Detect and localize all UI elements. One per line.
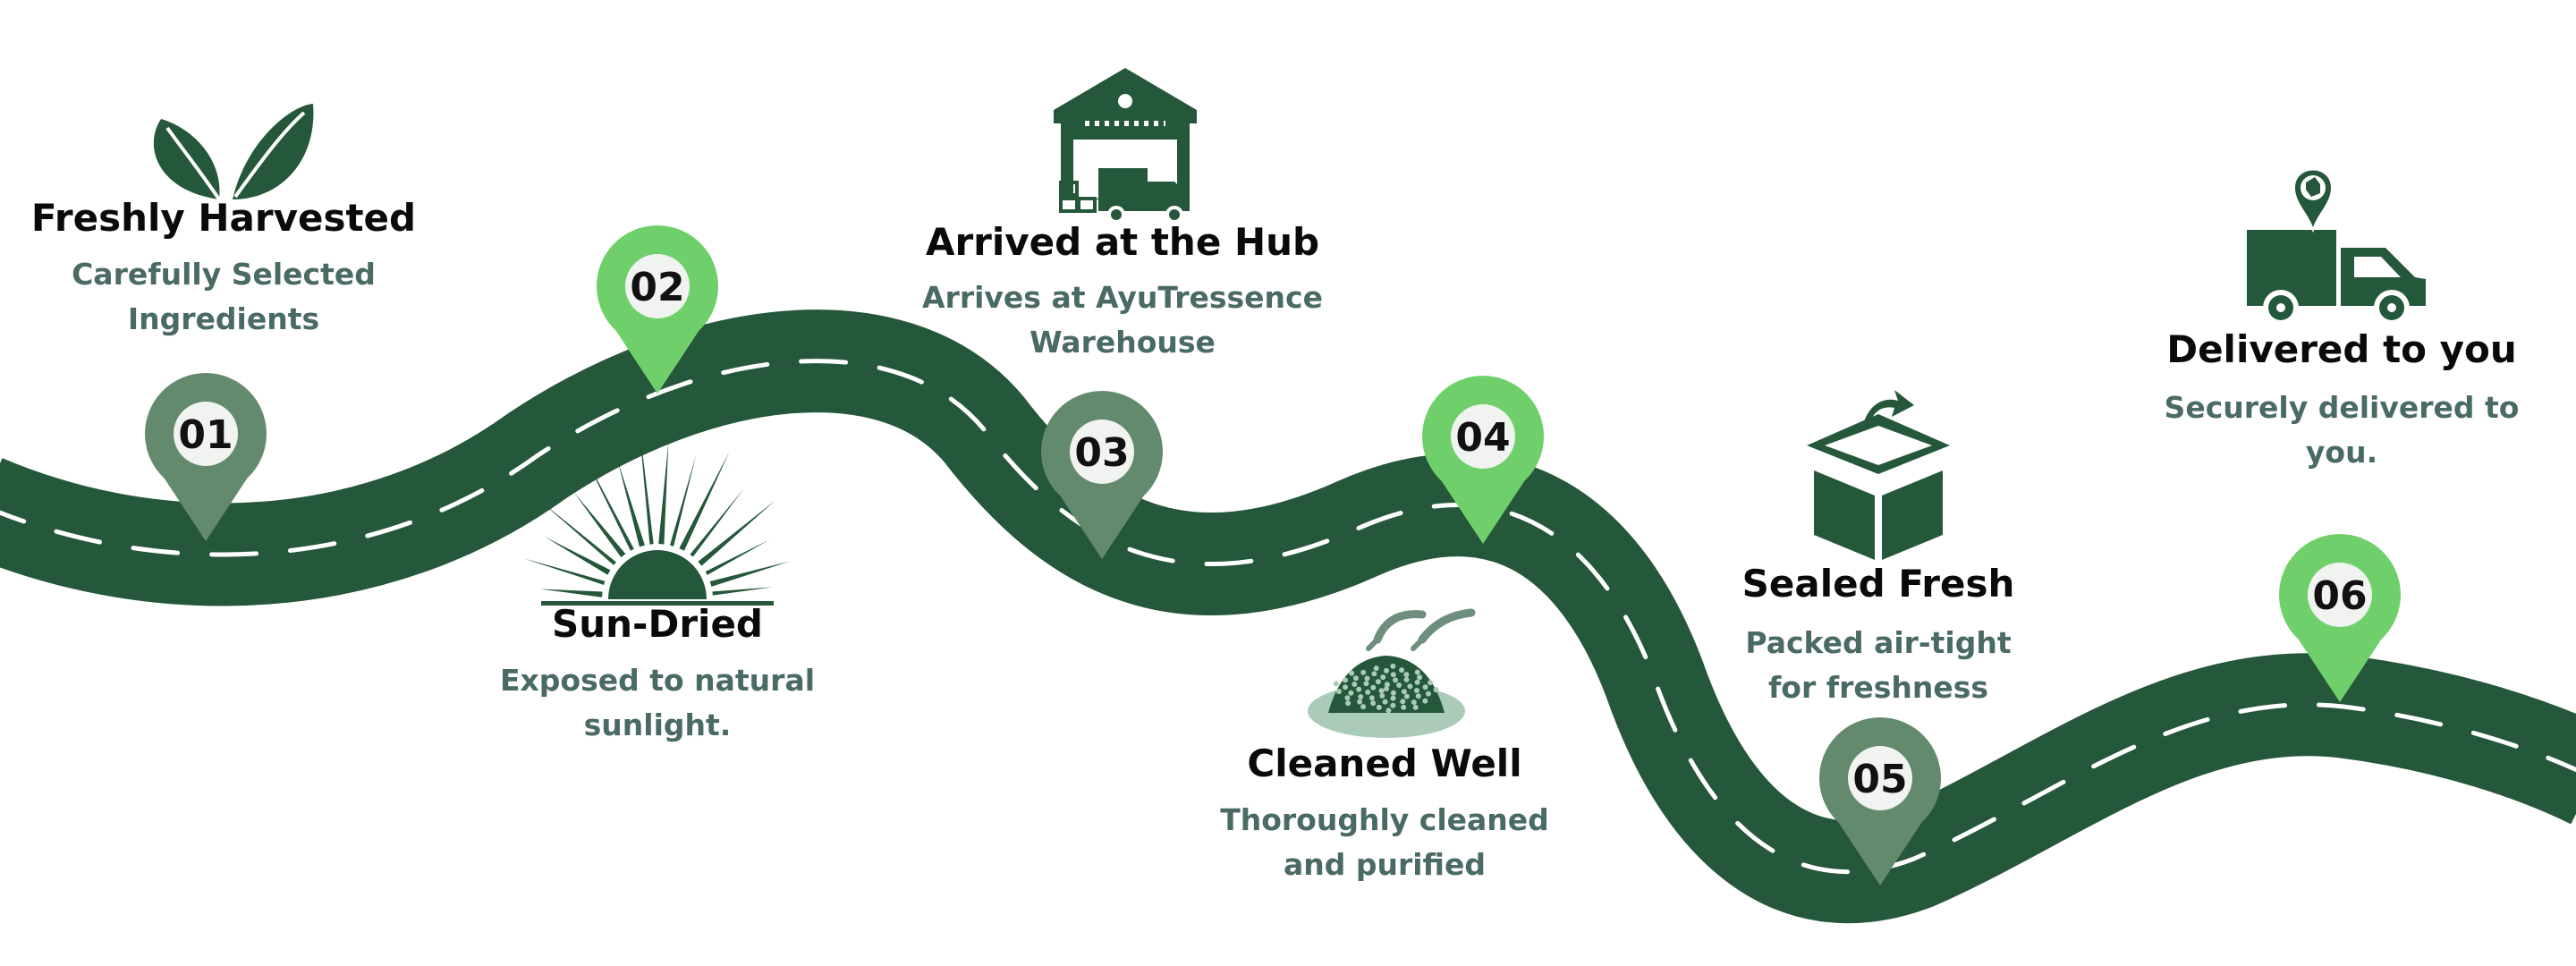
step-number: 03 (1074, 430, 1129, 476)
step-description-line: Packed air-tight (1745, 625, 2011, 660)
step-description-line: Arrives at AyuTressence (922, 280, 1323, 315)
step-title: Freshly Harvested (31, 196, 416, 240)
step-description-line: Thoroughly cleaned (1220, 802, 1549, 837)
step-number: 02 (630, 265, 684, 310)
delivery-truck-icon (2247, 168, 2426, 326)
step-pin-01: 01 (145, 373, 267, 541)
sun-ray (705, 539, 770, 575)
sun-ray (522, 558, 606, 585)
road-surface (0, 309, 2576, 924)
sun-ray (712, 587, 774, 596)
step-description-line: Exposed to natural (500, 663, 815, 698)
pin-center (1848, 746, 1912, 810)
step-title: Arrived at the Hub (926, 220, 1319, 264)
sun-icon (522, 419, 791, 606)
sun-ray (581, 450, 634, 551)
step-number: 06 (2312, 573, 2367, 619)
road-center-line (0, 359, 2576, 875)
sealed-box-icon (1807, 390, 1950, 560)
sun-ray (539, 589, 603, 597)
step-pin-06: 06 (2279, 533, 2401, 702)
sun-ray (709, 561, 791, 587)
warehouse-icon (1054, 68, 1197, 224)
sun-ray (573, 492, 626, 558)
step-pin-02: 02 (597, 225, 719, 394)
sun-ray (658, 441, 669, 545)
step-description-line: Ingredients (128, 301, 319, 336)
step-number: 05 (1852, 757, 1907, 802)
step-title: Sealed Fresh (1742, 562, 2015, 606)
step-description-line: you. (2306, 435, 2377, 470)
step-description-line: sunlight. (584, 708, 732, 742)
sun-ray (679, 451, 730, 551)
step-description-line: and purified (1284, 847, 1486, 882)
sun-ray (690, 488, 744, 557)
step-pins: 01 02 03 04 05 06 (145, 225, 2401, 886)
step-pin-05: 05 (1819, 716, 1941, 886)
sun-ray (638, 419, 654, 545)
road (0, 309, 2576, 924)
pin-center (2308, 563, 2372, 627)
step-description-line: for freshness (1768, 670, 1988, 705)
step-pin-04: 04 (1422, 375, 1544, 544)
herbs-cleaning-icon (1308, 608, 1476, 738)
sun-ray (545, 537, 611, 575)
pin-center (1070, 419, 1134, 484)
step-number: 01 (178, 412, 233, 458)
sun-ray (539, 500, 616, 565)
step-description-line: Warehouse (1030, 325, 1216, 360)
pin-center (174, 402, 238, 466)
pin-center (625, 254, 690, 318)
step-pin-03: 03 (1041, 390, 1163, 559)
step-description-line: Carefully Selected (72, 257, 376, 292)
sun-ray (617, 460, 645, 547)
leaf-icon (153, 104, 314, 201)
step-title: Delivered to you (2166, 327, 2517, 371)
sun-ray (698, 500, 775, 566)
pin-center (1451, 404, 1515, 469)
sun-ray (669, 454, 697, 547)
step-title: Sun-Dried (552, 602, 763, 646)
step-title: Cleaned Well (1247, 741, 1521, 785)
step-description-line: Securely delivered to (2165, 390, 2520, 425)
step-number: 04 (1455, 415, 1510, 461)
